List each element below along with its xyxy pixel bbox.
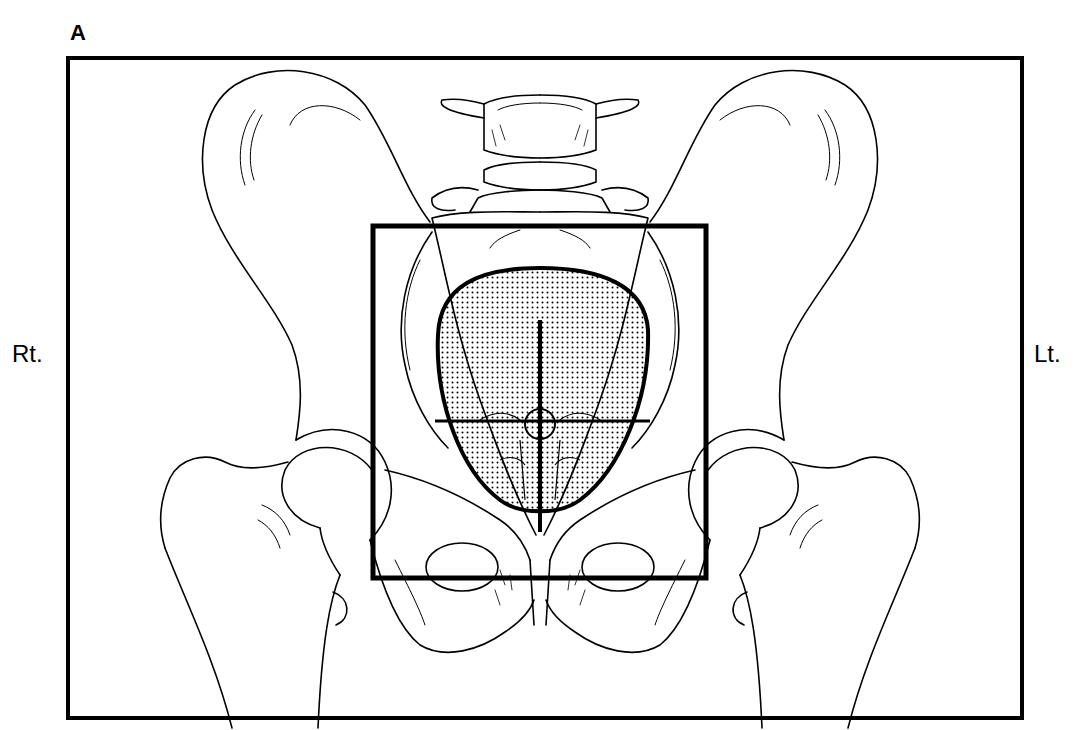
film-border [68, 58, 1022, 718]
side-marker: Rt. [12, 342, 43, 366]
side-marker: Lt. [1034, 342, 1061, 366]
field-crosshair [435, 320, 650, 532]
panel-letter: A [70, 22, 86, 44]
target-volume [438, 268, 648, 511]
treatment-field [373, 226, 706, 578]
